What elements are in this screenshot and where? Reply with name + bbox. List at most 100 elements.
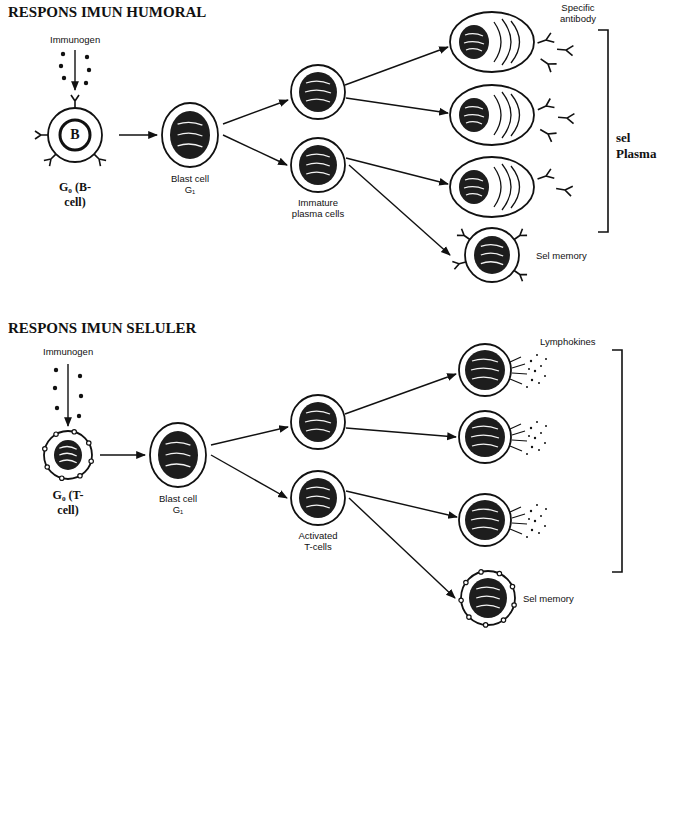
cell-membrane: [465, 228, 519, 282]
antibody-receptor: [514, 270, 527, 281]
section-heading: RESPONS IMUN HUMORAL: [8, 4, 206, 21]
antibody-receptor: [514, 229, 527, 240]
surface-bump: [54, 432, 58, 436]
cell-node: Sel memory: [457, 567, 574, 629]
cell-membrane: [291, 138, 345, 192]
chromatin: [178, 122, 203, 146]
antibody-receptor: [457, 229, 470, 240]
arrow: [211, 427, 288, 445]
cell-drawing: [452, 215, 532, 295]
chromatin: [481, 245, 503, 265]
group-label: sel Plasma: [616, 130, 672, 162]
surface-bump: [87, 441, 91, 445]
antibody-receptor: [71, 95, 79, 108]
effector-t-cell: [459, 494, 547, 546]
arrow-connector: [119, 134, 157, 135]
cell-nucleus: [54, 440, 82, 470]
surface-bump: [464, 580, 468, 584]
plasma-cell: [450, 157, 534, 217]
cell-label: Blast cell G₁: [167, 173, 213, 195]
arrow-connector: [211, 455, 287, 498]
particle: [59, 64, 63, 68]
cell-figure: [289, 469, 347, 527]
arrow: [345, 374, 456, 414]
particle: [53, 386, 57, 390]
cell-drawing: [457, 567, 519, 629]
surface-bump: [510, 584, 514, 588]
surface-bump: [512, 603, 516, 607]
arrow: [346, 98, 448, 113]
arrow: [345, 47, 448, 85]
particle: [61, 52, 65, 56]
cell-label: Blast cell G₁: [155, 493, 201, 515]
cell-label: G₀ (T-cell): [45, 488, 91, 518]
cell-figure: [38, 425, 98, 485]
surface-bump: [501, 618, 505, 622]
cell-label: Sel memory: [523, 593, 574, 604]
chromatin: [166, 442, 191, 466]
immunogen-arrow: [67, 364, 68, 426]
chromatin: [306, 154, 330, 175]
cell-nucleus: [170, 111, 210, 159]
particle: [62, 76, 66, 80]
cell-nucleus: [469, 578, 507, 618]
surface-bump: [60, 476, 64, 480]
cell-drawing: [289, 469, 347, 527]
antibody: [558, 112, 575, 123]
surface-bump: [459, 598, 463, 602]
cell-membrane: [461, 571, 515, 625]
antibody: [557, 44, 574, 55]
cell-node: Blast cell G₁: [159, 100, 221, 195]
cell-figure: [452, 215, 532, 295]
section-heading: RESPONS IMUN SELULER: [8, 320, 196, 337]
chromatin: [59, 446, 76, 462]
cell-node: Immature plasma cells: [289, 136, 347, 219]
effector-t-cell: [459, 344, 547, 396]
immunogen-particles: [59, 52, 91, 85]
antibody: [536, 33, 554, 48]
cell-drawing: [147, 420, 209, 490]
surface-bump: [483, 623, 487, 627]
activated-t-cell: [291, 395, 345, 449]
antibody-receptor: [452, 261, 466, 269]
surface-bump: [467, 615, 471, 619]
cell-label: Sel memory: [536, 250, 587, 261]
cell-label: Activated T-cells: [294, 530, 342, 552]
antibody-receptor: [94, 154, 106, 166]
cell-nucleus: [474, 236, 510, 274]
cell-nucleus: [158, 431, 198, 479]
cell-figure: [147, 420, 209, 490]
cell-drawing: [159, 100, 221, 170]
antibody: [536, 99, 555, 115]
arrow-connector: [349, 165, 450, 255]
surface-bump: [479, 570, 483, 574]
antibody-receptor: [44, 154, 56, 166]
cell-node: G₀ (T-cell): [38, 425, 98, 518]
particle: [84, 81, 88, 85]
stimulus-label: Immunogen: [43, 346, 93, 357]
cell-figure: [159, 100, 221, 170]
stimulus-label: Immunogen: [50, 34, 100, 45]
immunogen-arrow: [74, 50, 75, 90]
cell-membrane: [44, 431, 92, 479]
chromatin: [306, 487, 330, 508]
cell-membrane: [291, 471, 345, 525]
plasma-cell: [450, 12, 534, 72]
product-label: Specific antibody: [552, 2, 604, 24]
cell-membrane: [150, 423, 206, 487]
particle: [79, 394, 83, 398]
surface-bump: [45, 465, 49, 469]
cell-node: Activated T-cells: [289, 469, 347, 552]
particle: [55, 406, 59, 410]
surface-bump: [43, 447, 47, 451]
cell-label: G₀ (B-cell): [52, 180, 98, 210]
arrow: [346, 491, 457, 517]
bracket: [598, 30, 608, 232]
arrow: [346, 428, 456, 437]
cell-node: Sel memory: [452, 215, 587, 295]
surface-bump: [72, 430, 76, 434]
cell-nucleus: [299, 145, 337, 185]
chromatin: [476, 587, 500, 608]
